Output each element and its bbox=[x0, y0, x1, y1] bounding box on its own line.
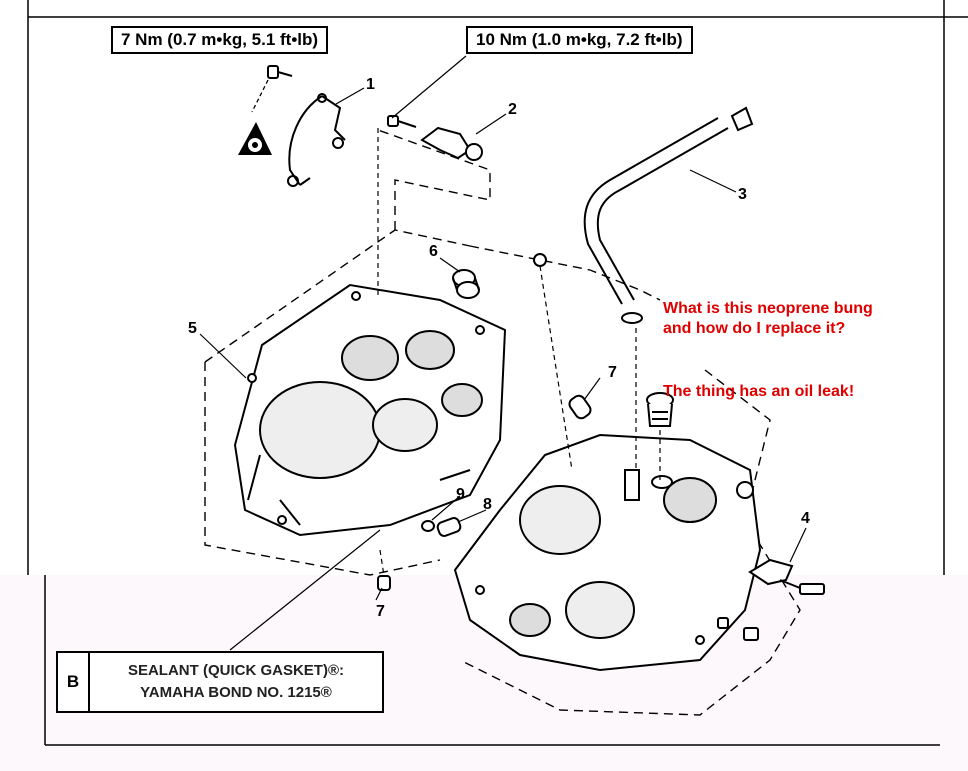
callout-6: 6 bbox=[429, 243, 438, 260]
item-9-oring bbox=[421, 520, 435, 532]
item-7-dowel-b bbox=[533, 253, 547, 267]
item-7-dowel-a bbox=[568, 394, 592, 420]
callout-2: 2 bbox=[508, 101, 517, 118]
callout-1: 1 bbox=[366, 76, 375, 93]
sealant-line-1: SEALANT (QUICK GASKET)®: bbox=[127, 662, 345, 679]
left-crankcase-half bbox=[233, 283, 507, 537]
item-8-dowel bbox=[436, 517, 462, 537]
item-1-bracket bbox=[287, 93, 346, 187]
item-6-dowel bbox=[452, 269, 480, 299]
neoprene-bung bbox=[646, 392, 674, 427]
callout-9: 9 bbox=[456, 486, 465, 503]
callout-7-a: 7 bbox=[608, 364, 617, 381]
torque-spec-fitting-bolt: 10 Nm (1.0 m•kg, 7.2 ft•lb) bbox=[466, 26, 693, 54]
sealant-line-2: YAMAHA BOND NO. 1215® bbox=[140, 684, 332, 701]
callout-3: 3 bbox=[738, 186, 747, 203]
lock-screw-icon bbox=[238, 122, 272, 155]
item-2-fitting bbox=[387, 115, 483, 161]
item-4-bolt bbox=[717, 558, 825, 641]
callout-5: 5 bbox=[188, 320, 197, 337]
callout-7-c: 7 bbox=[376, 603, 385, 620]
sealant-code: B bbox=[58, 653, 90, 711]
item-3-hose bbox=[583, 106, 754, 324]
callout-4: 4 bbox=[801, 510, 810, 527]
bolt-item-1 bbox=[267, 65, 293, 79]
callout-8: 8 bbox=[483, 496, 492, 513]
item-7-dowel-c bbox=[377, 575, 391, 591]
torque-spec-bracket-bolt: 7 Nm (0.7 m•kg, 5.1 ft•lb) bbox=[111, 26, 329, 54]
annotation-question: What is this neoprene bung and how do I … bbox=[663, 300, 873, 337]
sealant-legend: B SEALANT (QUICK GASKET)®: YAMAHA BOND N… bbox=[56, 651, 384, 713]
sealant-text: SEALANT (QUICK GASKET)®: YAMAHA BOND NO.… bbox=[90, 653, 382, 711]
right-crankcase-half bbox=[453, 433, 762, 672]
annotation-remark: The thing has an oil leak! bbox=[663, 383, 855, 400]
